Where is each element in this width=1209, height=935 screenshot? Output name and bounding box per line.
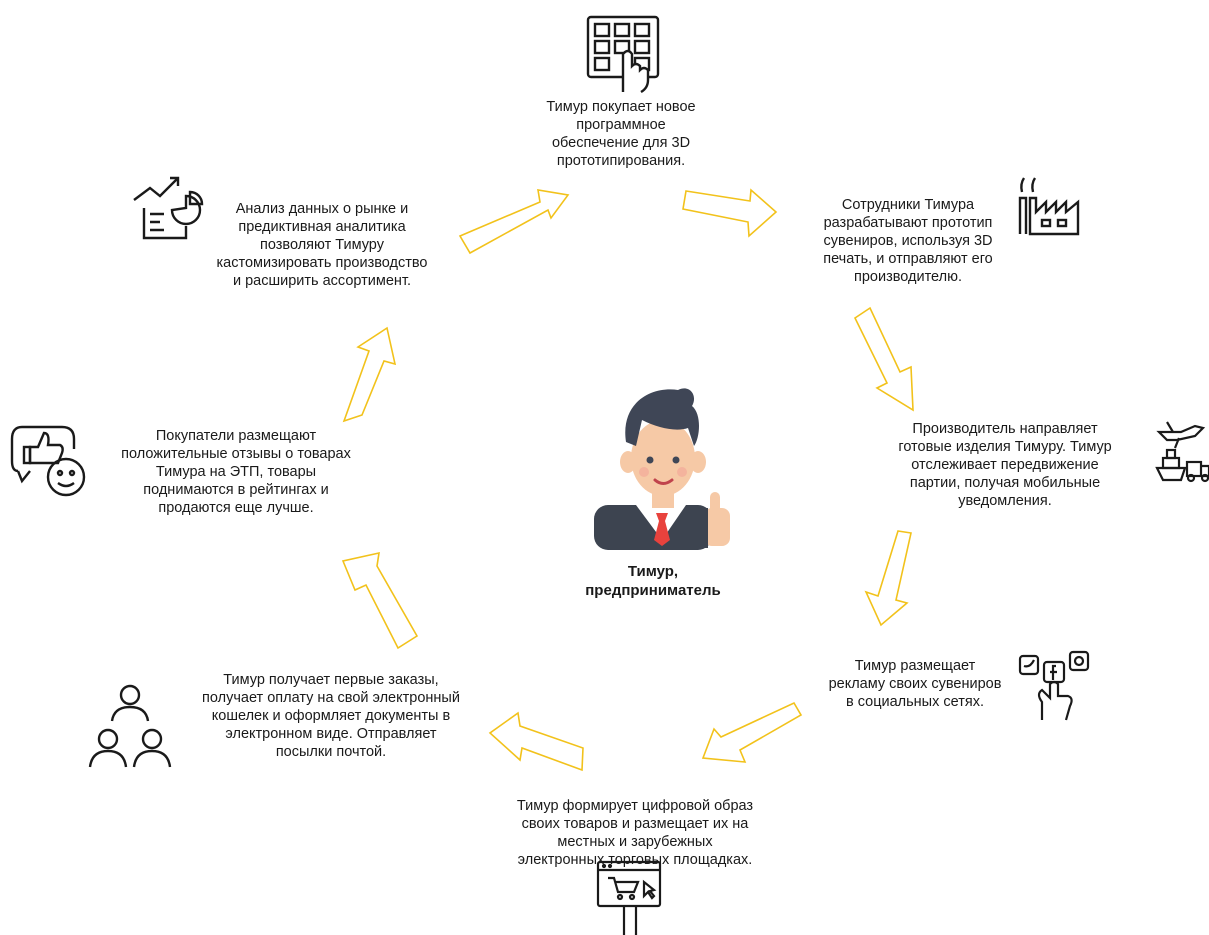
step-software-text: Тимур покупает новое программное обеспеч… bbox=[546, 99, 696, 169]
touch-keypad-icon bbox=[586, 15, 660, 94]
online-shop-icon bbox=[596, 860, 662, 935]
step-marketplace-text: Тимур формирует цифровой образ своих тов… bbox=[516, 798, 754, 868]
feedback-icon bbox=[10, 425, 86, 497]
step-orders-text: Тимур получает первые заказы, получает о… bbox=[202, 672, 460, 760]
social-media-hand-icon bbox=[1018, 650, 1090, 721]
arrow-delivery-to-ads bbox=[864, 530, 912, 627]
people-icon bbox=[88, 684, 172, 768]
step-analytics-text: Анализ данных о рынке и предиктивная ана… bbox=[216, 201, 428, 289]
arrow-reviews-to-analytics bbox=[342, 326, 397, 423]
step-prototype-text: Сотрудники Тимура разрабатывают прототип… bbox=[823, 197, 993, 285]
step-ads-text: Тимур размещает рекламу своих сувениров … bbox=[828, 658, 1002, 710]
factory-icon bbox=[1018, 177, 1080, 236]
arrow-analytics-to-software bbox=[458, 189, 570, 255]
arrow-orders-to-reviews bbox=[341, 551, 419, 650]
arrow-software-to-prototype bbox=[682, 188, 778, 238]
person-label: Тимур, предприниматель bbox=[585, 563, 721, 599]
arrow-marketplace-to-orders bbox=[488, 711, 584, 772]
businessman-icon bbox=[594, 388, 730, 550]
step-delivery-text: Производитель направляет готовые изделия… bbox=[898, 421, 1112, 509]
arrow-ads-to-marketplace bbox=[701, 701, 803, 763]
arrow-prototype-to-delivery bbox=[853, 306, 914, 412]
transport-icon bbox=[1155, 421, 1209, 483]
analytics-report-icon bbox=[133, 176, 204, 240]
step-reviews-text: Покупатели размещают положительные отзыв… bbox=[121, 428, 351, 516]
